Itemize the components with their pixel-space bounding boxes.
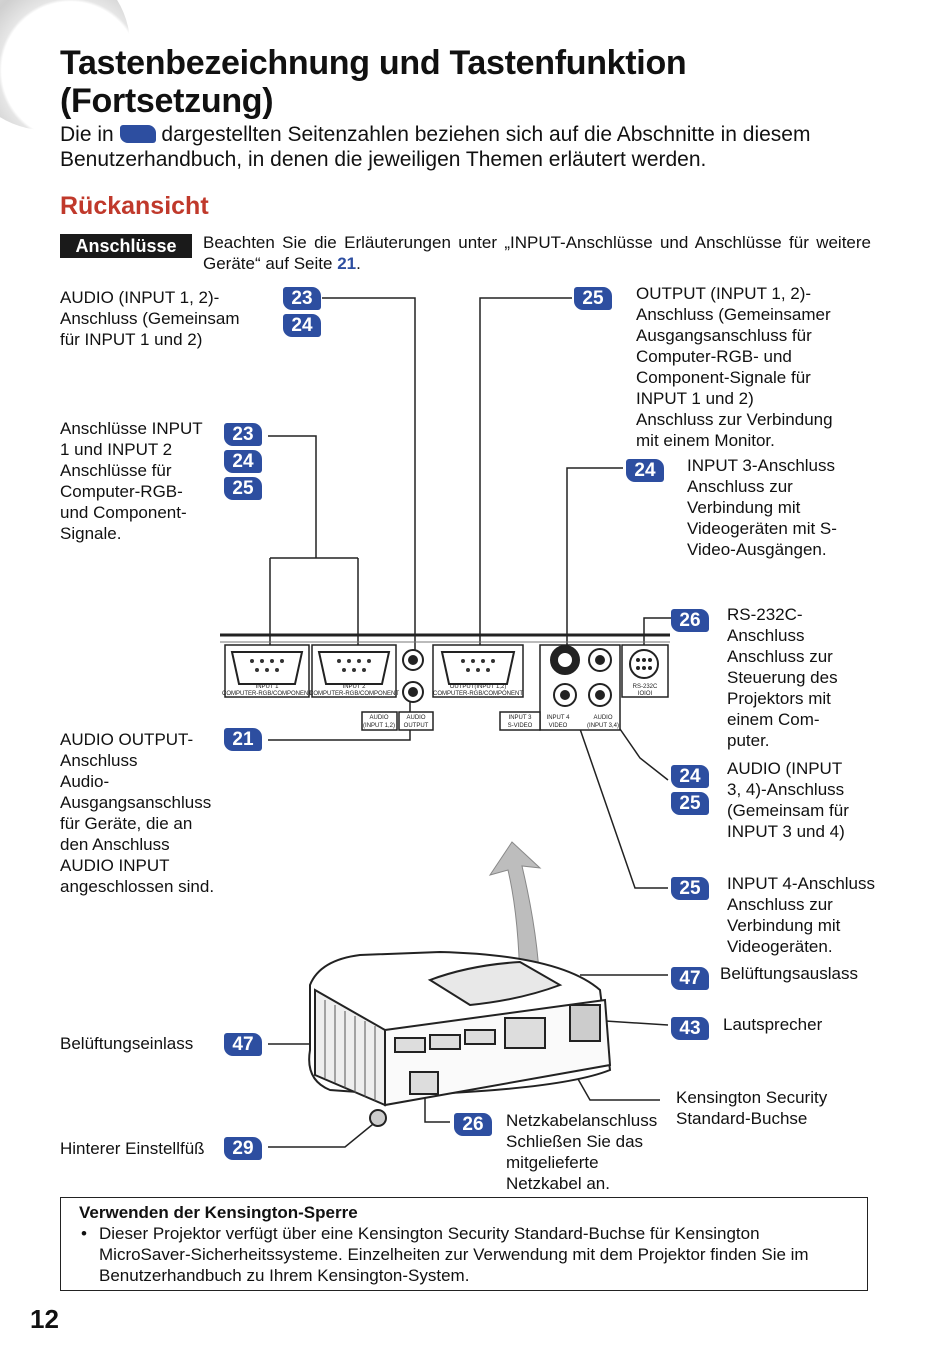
leader-input3 — [566, 467, 623, 660]
page-title: Tastenbezeichnung und Tastenfunktion (Fo… — [60, 44, 687, 120]
leader-audioout — [268, 695, 411, 741]
page-ref-badge: 24 — [671, 765, 709, 788]
label-audio-out: AUDIO — [406, 715, 425, 721]
page-ref-badge: 24 — [626, 459, 664, 482]
page-ref-badge: 25 — [224, 477, 262, 500]
label-output-sub: COMPUTER-RGB/COMPONENT — [433, 691, 523, 697]
label-audio-out-b: OUTPUT — [404, 723, 429, 729]
label-audio-in34: AUDIO — [593, 715, 612, 721]
note-heading: Verwenden der Kensington-Sperre — [79, 1203, 358, 1222]
callout-intake: Belüftungseinlass — [60, 1034, 194, 1053]
page-number: 12 — [30, 1304, 59, 1334]
leader-output — [479, 297, 572, 660]
page-ref-badge: 26 — [671, 609, 709, 632]
connector-panel: INPUT 1 COMPUTER-RGB/COMPONENT INPUT 2 C… — [220, 633, 670, 731]
label-output: OUTPUT(INPUT 1,2) — [450, 684, 507, 690]
label-audio-in12-b: (INPUT 1,2) — [363, 723, 395, 729]
connections-note: Beachten Sie die Erläuterungen unter „IN… — [203, 233, 871, 273]
label-rs232-b: IOIOI — [638, 691, 653, 697]
page-ref-badge: 25 — [671, 877, 709, 900]
projector-illustration — [308, 950, 612, 1127]
page-ref-badge: 26 — [454, 1113, 492, 1136]
page-ref-badge: 43 — [671, 1017, 709, 1040]
label-input1: INPUT 1 — [256, 684, 280, 690]
label-input2-sub: COMPUTER-RGB/COMPONENT — [309, 691, 399, 697]
page-reference-icon — [119, 125, 156, 143]
page-ref-badge: 25 — [671, 792, 709, 815]
page-ref-badge: 24 — [283, 314, 321, 337]
label-audio-in34-b: (INPUT 3,4) — [587, 723, 619, 729]
label-rs232: RS-232C — [633, 684, 658, 690]
page-ref-badge: 23 — [283, 287, 321, 310]
connections-tag: Anschlüsse — [60, 234, 192, 258]
intro-text: Die in dargestellten Seitenzahlen bezieh… — [60, 123, 811, 171]
callout-exhaust: Belüftungsauslass — [720, 964, 858, 983]
section-heading: Rückansicht — [60, 192, 209, 220]
page-ref-badge: 47 — [671, 967, 709, 990]
page-ref-badge: 47 — [224, 1033, 262, 1056]
label-audio-in12: AUDIO — [369, 715, 388, 721]
leader-input12 — [268, 435, 317, 558]
leader-audio12 — [322, 297, 416, 660]
page-ref-badge: 21 — [224, 728, 262, 751]
page-ref-badge: 23 — [224, 423, 262, 446]
page-ref-badge: 29 — [224, 1137, 262, 1160]
page-ref-badge: 25 — [574, 287, 612, 310]
label-input3: INPUT 3 — [509, 715, 533, 721]
page-ref-badge: 24 — [224, 450, 262, 473]
label-input4: INPUT 4 — [547, 715, 571, 721]
label-input2: INPUT 2 — [343, 684, 367, 690]
kensington-note-box: Verwenden der Kensington-Sperre Dieser P… — [60, 1197, 868, 1291]
note-text: Dieser Projektor verfügt über eine Kensi… — [79, 1223, 849, 1286]
leader-rs232 — [643, 617, 673, 655]
callout-output: OUTPUT (INPUT 1, 2)-Anschluss (Gemeinsam… — [636, 284, 833, 450]
label-input1-sub: COMPUTER-RGB/COMPONENT — [222, 691, 312, 697]
callout-foot: Hinterer Einstellfüß — [60, 1139, 205, 1158]
leader-foot — [268, 1119, 379, 1148]
callout-audio-output: AUDIO OUTPUT-Anschluss Audio-Ausgangsans… — [60, 730, 215, 896]
label-input3-b: S-VIDEO — [508, 723, 533, 729]
callout-speaker: Lautsprecher — [723, 1015, 823, 1034]
leader-input4 — [569, 699, 668, 889]
label-input4-b: VIDEO — [549, 723, 568, 729]
